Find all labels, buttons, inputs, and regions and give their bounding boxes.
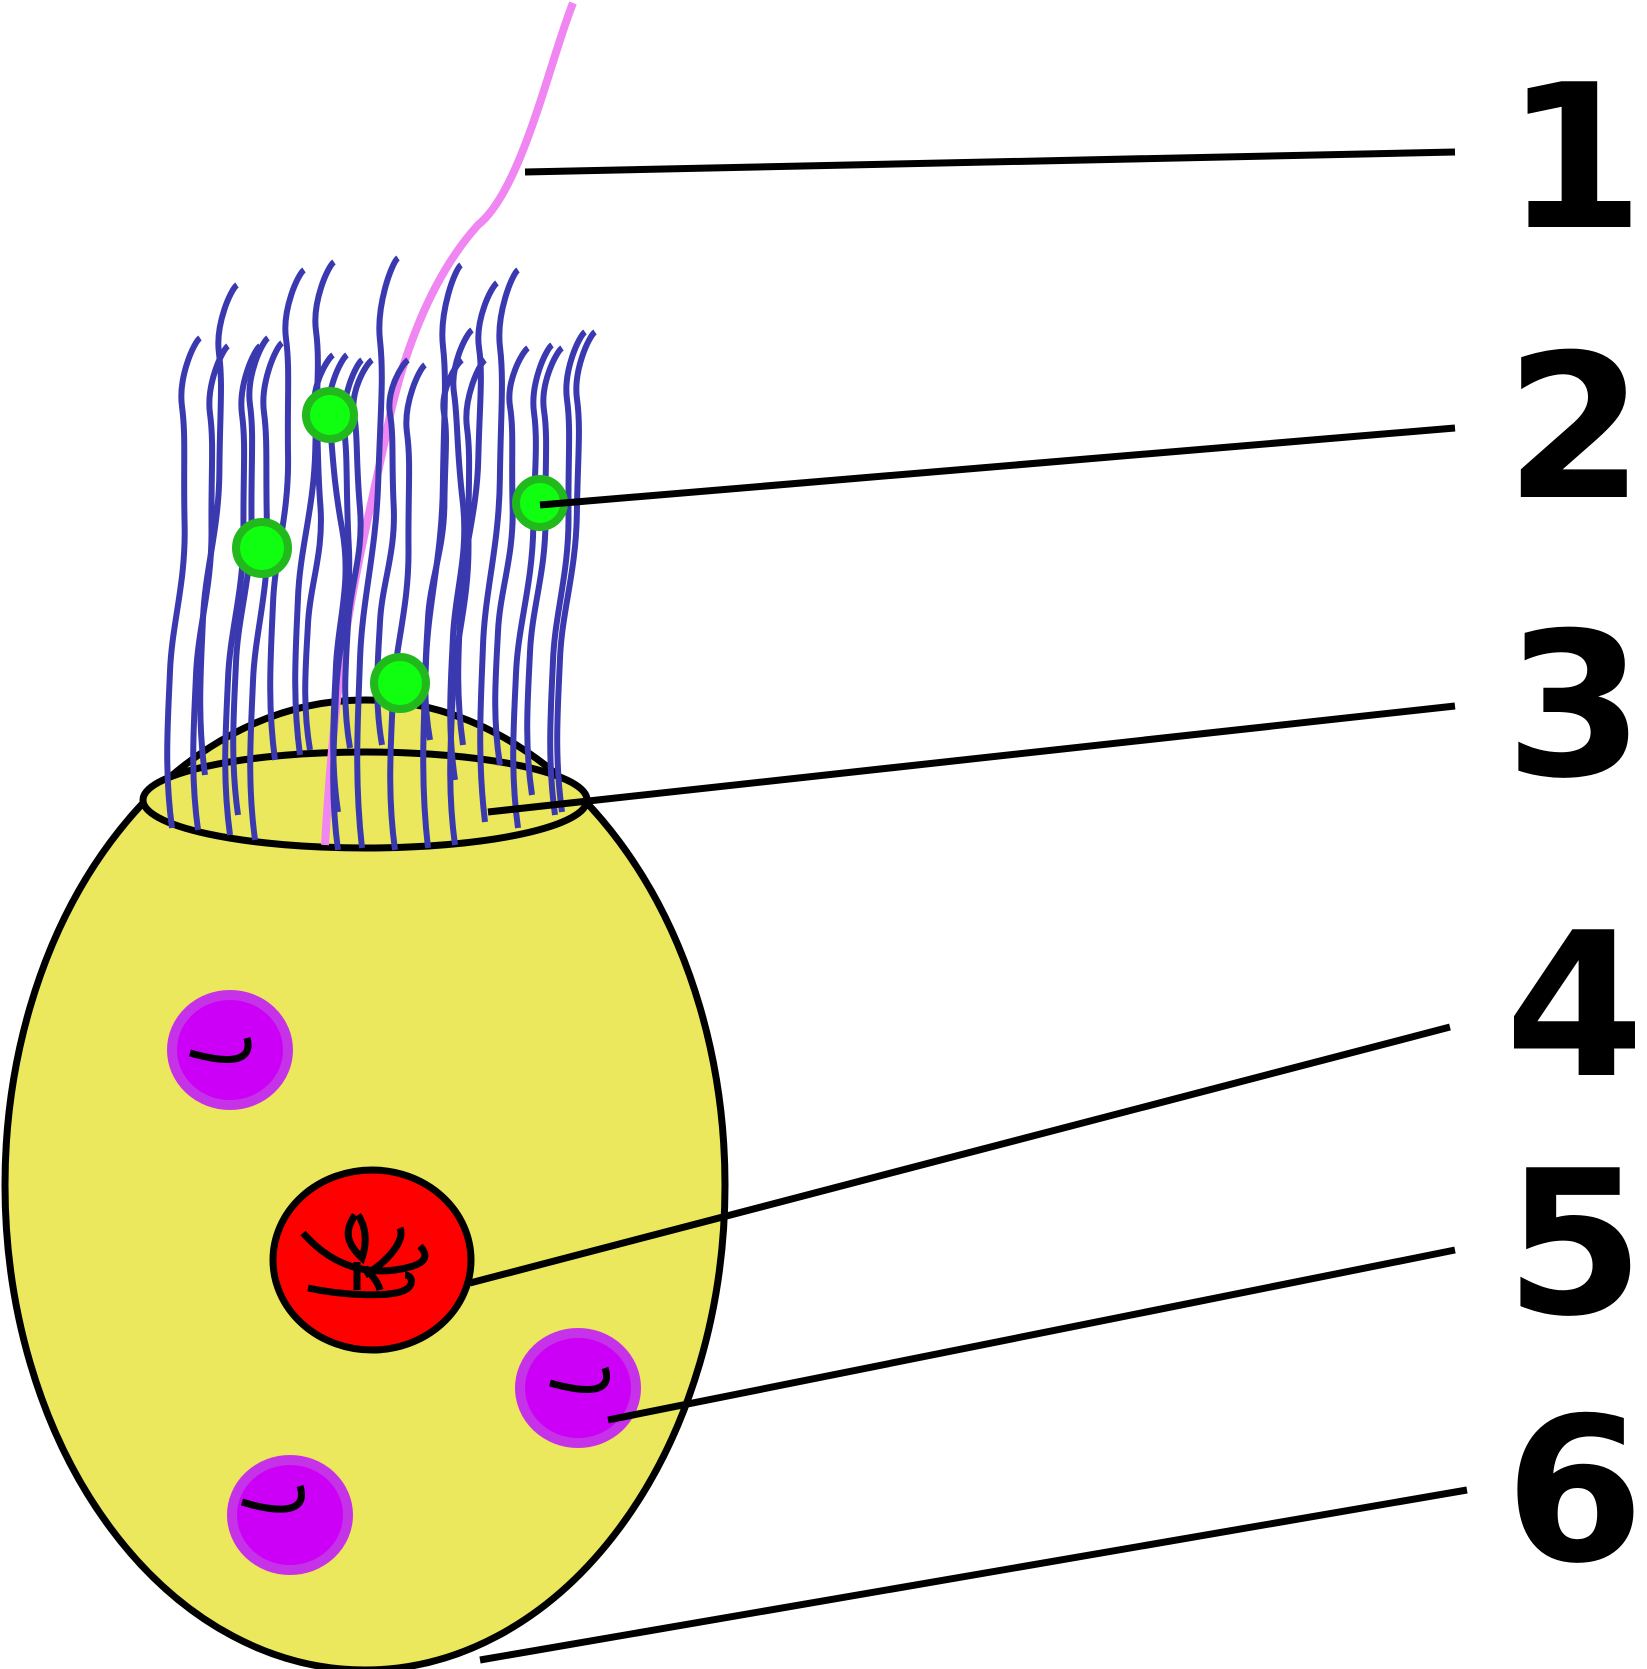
cilium-10	[354, 255, 401, 849]
cilium-6	[267, 267, 307, 761]
cilium-22	[455, 280, 500, 746]
vacuole-bottom	[227, 1455, 353, 1575]
cilium-5	[197, 282, 240, 776]
leader-line-1	[524, 148, 1456, 176]
granule-4	[370, 653, 430, 713]
leader-line-5	[607, 1246, 1456, 1424]
cilium-21	[422, 357, 465, 741]
cilium-26	[447, 327, 475, 781]
cilium-23	[492, 345, 531, 766]
cilium-1	[164, 335, 203, 829]
cilium-17	[524, 345, 565, 796]
label-6: 6	[1505, 1375, 1644, 1608]
leader-line-4	[469, 1023, 1451, 1287]
granule-2	[232, 518, 292, 578]
label-4: 4	[1505, 890, 1644, 1123]
leader-line-6	[479, 1486, 1468, 1664]
leader-line-3	[487, 702, 1456, 816]
granule-1	[302, 387, 358, 443]
leader-line-2	[539, 424, 1456, 509]
vacuole-top	[167, 990, 293, 1110]
vacuole-right	[515, 1328, 641, 1448]
label-3: 3	[1505, 590, 1644, 823]
cilium-14	[477, 267, 521, 823]
cilium-16	[547, 329, 588, 816]
cilium-15	[510, 342, 555, 829]
collar-ellipse	[139, 748, 591, 852]
cilium-24	[554, 329, 598, 813]
label-1: 1	[1505, 42, 1644, 275]
label-5: 5	[1505, 1128, 1644, 1361]
nucleus	[269, 1166, 475, 1354]
label-2: 2	[1505, 312, 1644, 545]
cilium-11	[387, 362, 428, 851]
cilium-7	[292, 259, 337, 756]
